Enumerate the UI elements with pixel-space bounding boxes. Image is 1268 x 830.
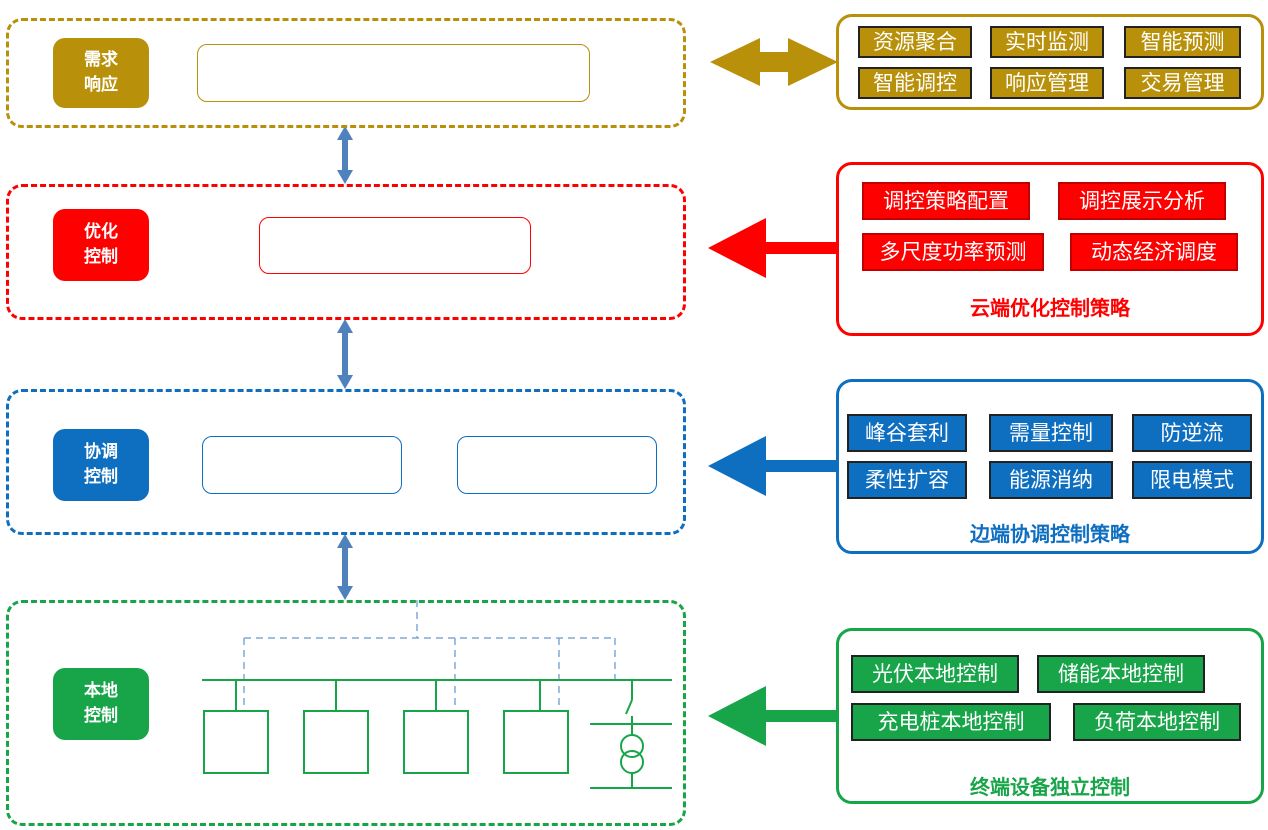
badge-line-1: 本地 bbox=[84, 681, 118, 701]
local-comm-lines bbox=[243, 600, 616, 711]
chip-energy-absorption: 能源消纳 bbox=[989, 461, 1113, 499]
device-box-1 bbox=[203, 710, 269, 774]
demand-slot bbox=[197, 44, 590, 102]
badge-line-2: 控制 bbox=[84, 467, 118, 487]
chip-peak-valley-arbitrage: 峰谷套利 bbox=[847, 414, 967, 452]
chip-multiscale-forecast: 多尺度功率预测 bbox=[862, 233, 1044, 271]
local-arrow bbox=[708, 686, 840, 746]
caption-cloud-optimization: 云端优化控制策略 bbox=[970, 296, 1130, 320]
chip-trading-management: 交易管理 bbox=[1124, 67, 1241, 99]
chip-storage-local-control: 储能本地控制 bbox=[1037, 655, 1205, 693]
layer-link-arrow-1 bbox=[337, 126, 353, 184]
coordinate-slot-1 bbox=[202, 436, 402, 494]
badge-coordinate-control: 协调 控制 bbox=[53, 429, 149, 501]
badge-local-control: 本地 控制 bbox=[53, 668, 149, 740]
badge-line-2: 控制 bbox=[84, 706, 118, 726]
badge-line-1: 需求 bbox=[84, 50, 118, 70]
badge-line-1: 优化 bbox=[84, 222, 118, 242]
transformer-icon bbox=[620, 734, 644, 758]
device-box-2 bbox=[303, 710, 369, 774]
chip-anti-backflow: 防逆流 bbox=[1132, 414, 1252, 452]
device-box-4 bbox=[503, 710, 569, 774]
chip-response-management: 响应管理 bbox=[990, 67, 1104, 99]
layer-link-arrow-2 bbox=[337, 319, 353, 389]
chip-strategy-config: 调控策略配置 bbox=[862, 182, 1030, 220]
chip-smart-forecast: 智能预测 bbox=[1124, 26, 1241, 58]
badge-line-2: 控制 bbox=[84, 247, 118, 267]
chip-power-limit-mode: 限电模式 bbox=[1132, 461, 1252, 499]
chip-load-local-control: 负荷本地控制 bbox=[1073, 703, 1241, 741]
coordinate-arrow bbox=[708, 436, 840, 496]
chip-realtime-monitoring: 实时监测 bbox=[990, 26, 1104, 58]
chip-smart-control: 智能调控 bbox=[858, 67, 972, 99]
layer-demand-response bbox=[6, 18, 686, 128]
layer-coordinate-control bbox=[6, 389, 686, 535]
caption-terminal-control: 终端设备独立控制 bbox=[970, 775, 1130, 799]
badge-line-2: 响应 bbox=[84, 75, 118, 95]
chip-pv-local-control: 光伏本地控制 bbox=[851, 655, 1019, 693]
chip-dynamic-dispatch: 动态经济调度 bbox=[1070, 233, 1238, 271]
demand-double-arrow bbox=[710, 38, 838, 86]
layer-optimize-control bbox=[6, 184, 686, 320]
layer-local-control bbox=[6, 600, 686, 826]
caption-edge-coordination: 边端协调控制策略 bbox=[970, 522, 1130, 546]
chip-charger-local-control: 充电桩本地控制 bbox=[851, 703, 1051, 741]
badge-line-1: 协调 bbox=[84, 442, 118, 462]
local-bus bbox=[202, 679, 672, 789]
layer-link-arrow-3 bbox=[337, 534, 353, 600]
optimize-arrow bbox=[708, 218, 840, 278]
chip-resource-aggregation: 资源聚合 bbox=[858, 26, 972, 58]
chip-demand-control: 需量控制 bbox=[989, 414, 1113, 452]
chip-display-analysis: 调控展示分析 bbox=[1058, 182, 1226, 220]
chip-flexible-expansion: 柔性扩容 bbox=[847, 461, 967, 499]
optimize-slot bbox=[259, 217, 531, 274]
badge-demand-response: 需求 响应 bbox=[53, 38, 149, 108]
badge-optimize-control: 优化 控制 bbox=[53, 209, 149, 281]
device-box-3 bbox=[403, 710, 469, 774]
coordinate-slot-2 bbox=[457, 436, 657, 494]
